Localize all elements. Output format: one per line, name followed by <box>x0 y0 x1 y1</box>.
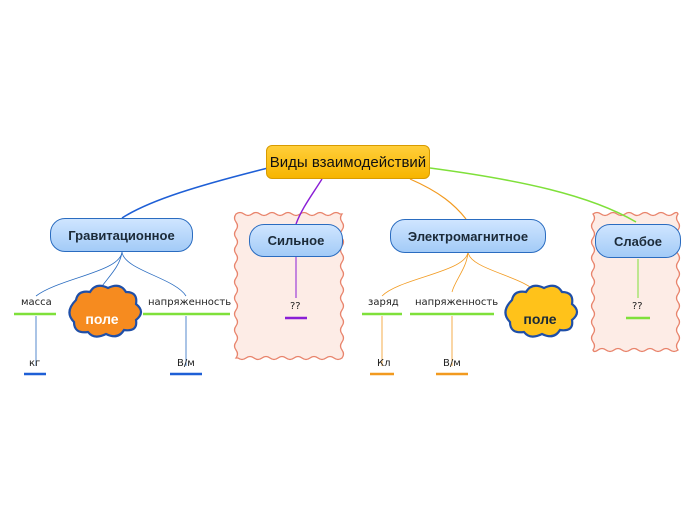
kl-label[interactable]: Кл <box>377 358 391 369</box>
em-vm-label[interactable]: В/м <box>443 358 461 369</box>
em-field-label[interactable]: поле <box>523 311 557 327</box>
grav-field-label[interactable]: поле <box>85 311 119 327</box>
em-field-cloud <box>504 284 579 338</box>
grav-vm-label[interactable]: В/м <box>177 358 195 369</box>
connector-electromagnetic <box>409 178 467 220</box>
kg-label[interactable]: кг <box>29 358 41 369</box>
strong-child-label[interactable]: ?? <box>290 301 301 312</box>
connector-strong <box>295 178 323 225</box>
weak-node[interactable]: Слабое <box>595 224 681 258</box>
root-node[interactable]: Виды взаимодействий <box>266 145 430 179</box>
grav-intensity-label[interactable]: напряженность <box>148 297 232 308</box>
connector-weak <box>429 167 637 223</box>
connector-gravitational <box>121 167 269 219</box>
charge-label[interactable]: заряд <box>368 297 399 308</box>
strong-node[interactable]: Сильное <box>249 224 343 257</box>
weak-child-label[interactable]: ?? <box>632 301 643 312</box>
mass-label[interactable]: масса <box>21 297 52 308</box>
gravitational-node[interactable]: Гравитационное <box>50 218 193 252</box>
grav-field-cloud <box>68 284 143 338</box>
electromagnetic-node[interactable]: Электромагнитное <box>390 219 546 253</box>
em-intensity-label[interactable]: напряженность <box>415 297 499 308</box>
